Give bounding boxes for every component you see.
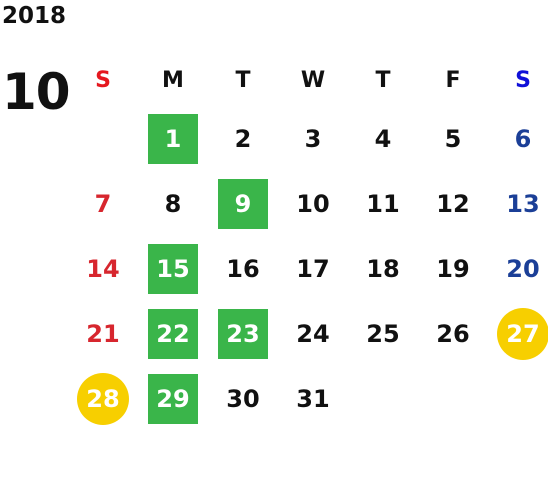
date-cell[interactable]: 15 [138,236,208,301]
date-cell[interactable]: 11 [348,171,418,236]
date-number: 24 [296,319,330,348]
date-cell[interactable]: 7 [68,171,138,236]
date-number: 10 [296,189,330,218]
date-cell[interactable]: 6 [488,106,548,171]
date-green-highlight: 29 [148,373,198,424]
date-cell[interactable]: 12 [418,171,488,236]
date-cell[interactable]: 16 [208,236,278,301]
date-cell[interactable]: 2 [208,106,278,171]
date-number: 25 [366,319,400,348]
date-number: 31 [296,384,330,413]
date-cell[interactable]: 26 [418,301,488,366]
weekday-sunday: S [95,67,111,93]
date-number: 16 [226,254,260,283]
weekday-thursday: T [375,67,391,93]
date-number: 18 [366,254,400,283]
weekday-monday: M [162,67,184,93]
date-cell[interactable]: 9 [208,171,278,236]
date-number: 11 [366,189,400,218]
week-row-3: 14 15 16 17 18 19 20 [68,236,548,301]
date-cell[interactable]: 18 [348,236,418,301]
date-number: 2 [234,124,252,153]
date-number: 19 [436,254,470,283]
month-number: 10 [2,63,71,121]
date-cell[interactable]: 10 [278,171,348,236]
date-saturday: 6 [514,124,532,153]
date-saturday: 20 [506,254,540,283]
date-green-highlight: 22 [148,308,198,359]
date-cell[interactable]: 13 [488,171,548,236]
weekday-header-row: S M T W T F S [68,54,548,106]
date-cell-empty [68,106,138,171]
date-cell[interactable]: 22 [138,301,208,366]
date-sunday: 7 [94,189,112,218]
date-cell[interactable]: 30 [208,366,278,431]
date-cell[interactable]: 17 [278,236,348,301]
date-green-highlight: 9 [218,178,268,229]
week-row-1: 1 2 3 4 5 6 [68,106,548,171]
date-number: 3 [304,124,322,153]
date-cell[interactable]: 29 [138,366,208,431]
date-number: 5 [444,124,462,153]
date-cell[interactable]: 19 [418,236,488,301]
date-cell[interactable]: 5 [418,106,488,171]
date-number: 30 [226,384,260,413]
week-row-2: 7 8 9 10 11 12 13 [68,171,548,236]
date-cell[interactable]: 25 [348,301,418,366]
date-cell-empty [348,366,418,431]
date-cell[interactable]: 1 [138,106,208,171]
year-label: 2018 [2,3,67,29]
date-sunday: 14 [86,254,120,283]
date-number: 8 [164,189,182,218]
date-yellow-highlight: 27 [497,307,548,360]
date-number: 4 [374,124,392,153]
date-green-highlight: 1 [148,113,198,164]
date-cell[interactable]: 4 [348,106,418,171]
date-cell[interactable]: 28 [68,366,138,431]
date-cell-empty [488,366,548,431]
date-number: 26 [436,319,470,348]
date-cell[interactable]: 23 [208,301,278,366]
date-saturday: 13 [506,189,540,218]
date-number: 17 [296,254,330,283]
date-cell[interactable]: 31 [278,366,348,431]
weekday-tuesday: T [235,67,251,93]
calendar-grid: S M T W T F S 1 2 3 4 5 6 7 8 9 10 11 12… [68,54,548,431]
date-cell[interactable]: 21 [68,301,138,366]
date-cell[interactable]: 14 [68,236,138,301]
week-row-5: 28 29 30 31 [68,366,548,431]
week-row-4: 21 22 23 24 25 26 27 [68,301,548,366]
date-cell[interactable]: 24 [278,301,348,366]
date-cell[interactable]: 3 [278,106,348,171]
weekday-wednesday: W [300,67,326,93]
date-cell[interactable]: 8 [138,171,208,236]
date-cell[interactable]: 27 [488,301,548,366]
date-number: 12 [436,189,470,218]
date-yellow-highlight: 28 [77,372,129,425]
date-green-highlight: 15 [148,243,198,294]
weekday-saturday: S [515,67,531,93]
date-cell-empty [418,366,488,431]
date-sunday: 21 [86,319,120,348]
weekday-friday: F [445,67,461,93]
date-cell[interactable]: 20 [488,236,548,301]
date-green-highlight: 23 [218,308,268,359]
